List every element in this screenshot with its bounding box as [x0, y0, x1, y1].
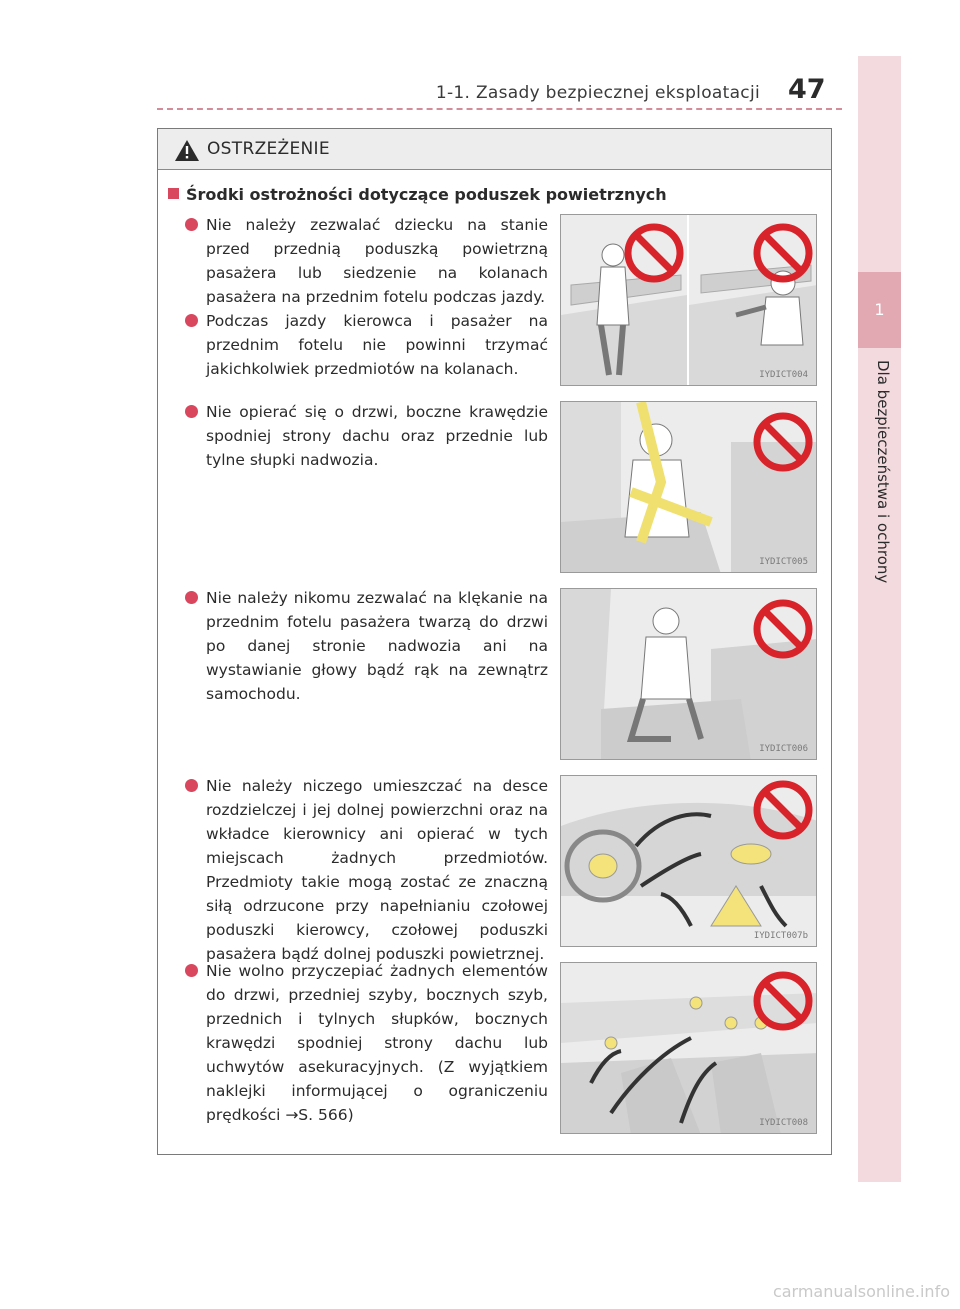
warning-box: OSTRZEŻENIE Środki ostrożności dotyczące…	[157, 128, 832, 1155]
illustration-kneeling-seat: IYDICT006	[560, 588, 817, 760]
bullet-icon	[185, 964, 198, 977]
page-header-title: 1-1. Zasady bezpiecznej eksploatacji	[435, 83, 760, 103]
warning-triangle-icon	[175, 140, 199, 161]
header-rule	[157, 108, 842, 110]
list-item: Nie należy zezwalać dziecku na stanie pr…	[182, 213, 548, 309]
item-text: Podczas jazdy kierowca i pasażer na prze…	[206, 312, 548, 378]
illustration-code: IYDICT005	[759, 557, 808, 567]
item-text: Nie należy nikomu zezwalać na klękanie n…	[206, 589, 548, 703]
bullet-icon	[185, 314, 198, 327]
item-text: Nie należy niczego umieszczać na desce r…	[206, 777, 548, 963]
page-number: 47	[788, 74, 826, 105]
prohibition-icon	[753, 223, 813, 283]
warning-label: OSTRZEŻENIE	[207, 139, 330, 159]
bullet-icon	[185, 218, 198, 231]
prohibition-icon	[624, 223, 684, 283]
prohibition-icon	[753, 971, 813, 1031]
item-text: Nie opierać się o drzwi, boczne krawędzi…	[206, 403, 548, 469]
list-item: Nie wolno przyczepiać żadnych elementów …	[182, 959, 548, 1127]
illustration-code: IYDICT006	[759, 744, 808, 754]
illustration-leaning-door: IYDICT005	[560, 401, 817, 573]
section-marker-icon	[168, 188, 179, 199]
bullet-icon	[185, 405, 198, 418]
item-text: Nie należy zezwalać dziecku na stanie pr…	[206, 216, 548, 306]
illustration-dashboard-objects: IYDICT007b	[560, 775, 817, 947]
prohibition-icon	[753, 599, 813, 659]
section-title: Środki ostrożności dotyczące poduszek po…	[168, 185, 667, 204]
illustration-child-front-seat: IYDICT004	[560, 214, 817, 386]
list-item: Nie należy niczego umieszczać na desce r…	[182, 774, 548, 966]
side-tab-number[interactable]: 1	[858, 272, 901, 348]
bullet-icon	[185, 591, 198, 604]
illustration-code: IYDICT004	[759, 370, 808, 380]
section-title-text: Środki ostrożności dotyczące poduszek po…	[186, 185, 667, 204]
warning-header: OSTRZEŻENIE	[158, 129, 831, 170]
side-tab-label: Dla bezpieczeństwa i ochrony	[874, 360, 892, 584]
prohibition-icon	[753, 780, 813, 840]
side-tab	[858, 56, 901, 1182]
list-item: Nie opierać się o drzwi, boczne krawędzi…	[182, 400, 548, 472]
item-text: Nie wolno przyczepiać żadnych elementów …	[206, 962, 548, 1124]
prohibition-icon	[753, 412, 813, 472]
illustration-attached-items: IYDICT008	[560, 962, 817, 1134]
footer-watermark[interactable]: carmanualsonline.info	[772, 1282, 950, 1301]
illustration-code: IYDICT007b	[753, 931, 808, 941]
list-item: Nie należy nikomu zezwalać na klękanie n…	[182, 586, 548, 706]
illustration-code: IYDICT008	[759, 1118, 808, 1128]
bullet-icon	[185, 779, 198, 792]
list-item: Podczas jazdy kierowca i pasażer na prze…	[182, 309, 548, 381]
